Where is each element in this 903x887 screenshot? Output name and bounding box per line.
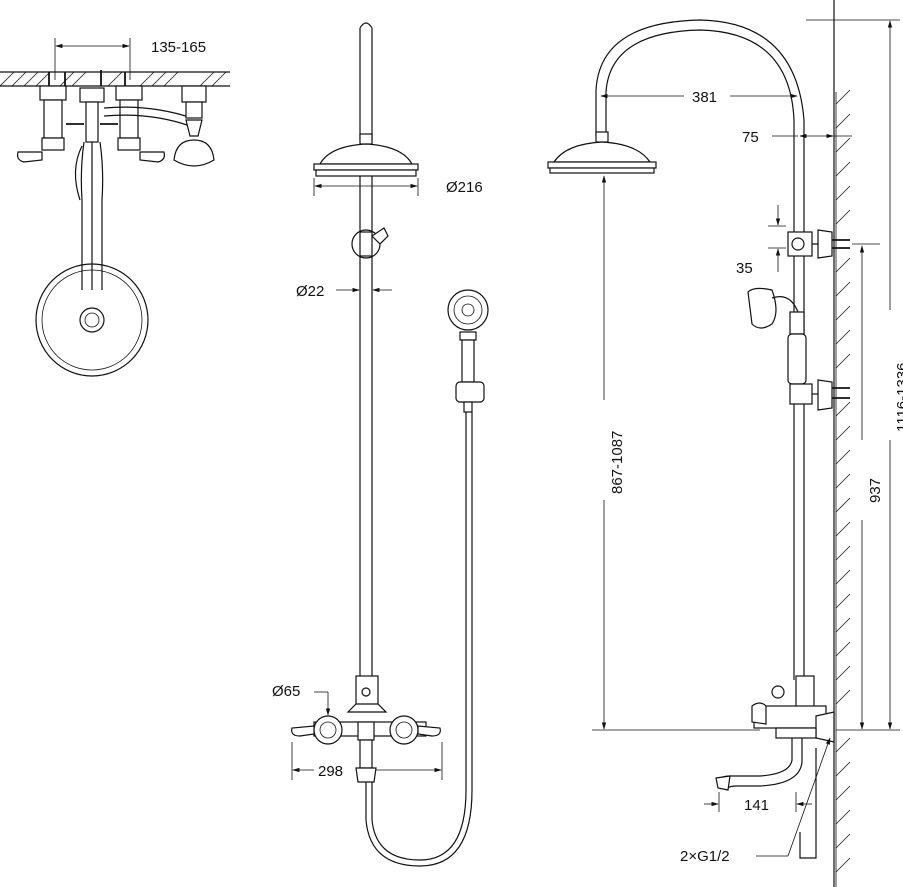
side-mixer <box>715 675 835 859</box>
inlet-thread-label: 2×G1/2 <box>680 848 730 865</box>
rain-shower-head <box>313 133 419 177</box>
side-view: 381 75 35 <box>547 0 903 887</box>
valve-spacing-label: 135-165 <box>151 39 206 56</box>
ceiling-rose <box>35 263 149 377</box>
top-view: 135-165 <box>0 38 230 377</box>
left-valve-body <box>17 85 84 163</box>
ceiling-hatch <box>0 71 230 87</box>
handle-span-label: 298 <box>318 763 343 780</box>
bracket-gap-label: 35 <box>736 260 753 277</box>
middle-wall-bracket <box>789 379 850 411</box>
upper-wall-bracket <box>787 229 850 259</box>
diverter-knob <box>351 227 389 259</box>
head-height-label: 867-1087 <box>609 431 626 494</box>
hand-shower <box>447 289 489 413</box>
total-height-label: 1116-1336 <box>894 362 903 432</box>
right-valve-body <box>100 85 165 163</box>
wall-hatch <box>833 0 851 887</box>
front-view: Ø216 Ø22 <box>272 22 489 867</box>
side-shower-head <box>547 131 657 174</box>
head-diameter-label: Ø216 <box>446 179 483 196</box>
pipe-diameter-label: Ø22 <box>296 283 324 300</box>
spout-reach-label: 141 <box>744 797 769 814</box>
mixer-body <box>291 675 441 783</box>
wall-offset-label: 75 <box>742 129 759 146</box>
side-hand-shower <box>747 287 807 385</box>
arm-reach-label: 381 <box>692 89 717 106</box>
flange-diameter-label: Ø65 <box>272 683 300 700</box>
gooseneck-arm <box>595 19 805 680</box>
bracket-height-label: 937 <box>867 478 884 503</box>
